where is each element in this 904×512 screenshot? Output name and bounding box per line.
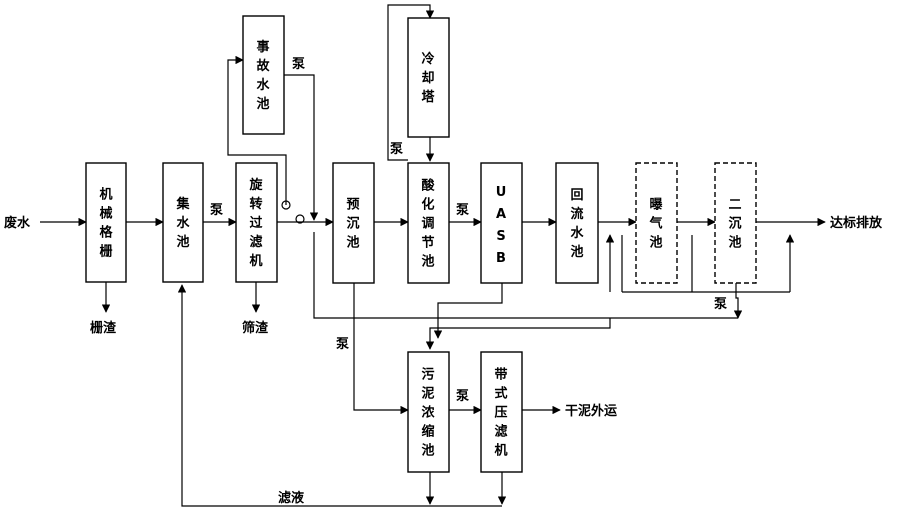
presettle-pool-box (332, 162, 375, 284)
secondary-settler-box (714, 162, 757, 284)
belt-press-box (480, 351, 523, 473)
uasb-box (480, 162, 523, 284)
cooling-tower-box (407, 17, 450, 138)
flow-lines (40, 4, 826, 507)
thickener-label: 污泥浓缩池 (421, 367, 435, 459)
presettle-label: 预沉池 (346, 198, 359, 251)
pump-label-collection: 泵 (210, 203, 223, 218)
output-label: 达标排放 (830, 215, 883, 231)
input-label: 废水 (4, 215, 31, 231)
aeration-pool-box (635, 162, 678, 284)
cooling-label: 冷却塔 (421, 51, 435, 105)
rotary-filter-box (235, 162, 278, 283)
secondary-label: 二沉池 (728, 198, 741, 251)
pump-label-acidify: 泵 (456, 203, 469, 218)
sieve-residue-label: 筛渣 (242, 320, 269, 336)
pump-label-thickener: 泵 (456, 389, 469, 404)
pump-label-accident: 泵 (292, 57, 305, 72)
accident-pool-box (242, 15, 285, 135)
acidify-pool-box (407, 162, 450, 284)
collection-pool-box (162, 162, 204, 283)
rotary-label: 旋转过滤机 (248, 177, 263, 269)
filtrate-label: 滤液 (278, 490, 304, 506)
pump-label-cooling: 泵 (390, 142, 403, 157)
belt-press-label: 带式压滤机 (494, 367, 507, 459)
grille-box (85, 162, 127, 283)
collection-label: 集水池 (175, 196, 190, 250)
pump-label-presettle: 泵 (336, 337, 349, 352)
accident-label: 事故水池 (256, 39, 270, 112)
reflux-label: 回流水池 (570, 188, 584, 260)
aeration-label: 曝气池 (649, 198, 663, 251)
screen-residue-label: 栅渣 (90, 320, 117, 336)
grille-label: 机械格栅 (99, 187, 113, 260)
pump-label-return: 泵 (714, 297, 727, 312)
thickener-box (407, 351, 450, 473)
acidify-label: 酸化调节池 (421, 178, 435, 270)
dry-sludge-label: 干泥外运 (565, 403, 617, 419)
reflux-pool-box (555, 162, 599, 284)
